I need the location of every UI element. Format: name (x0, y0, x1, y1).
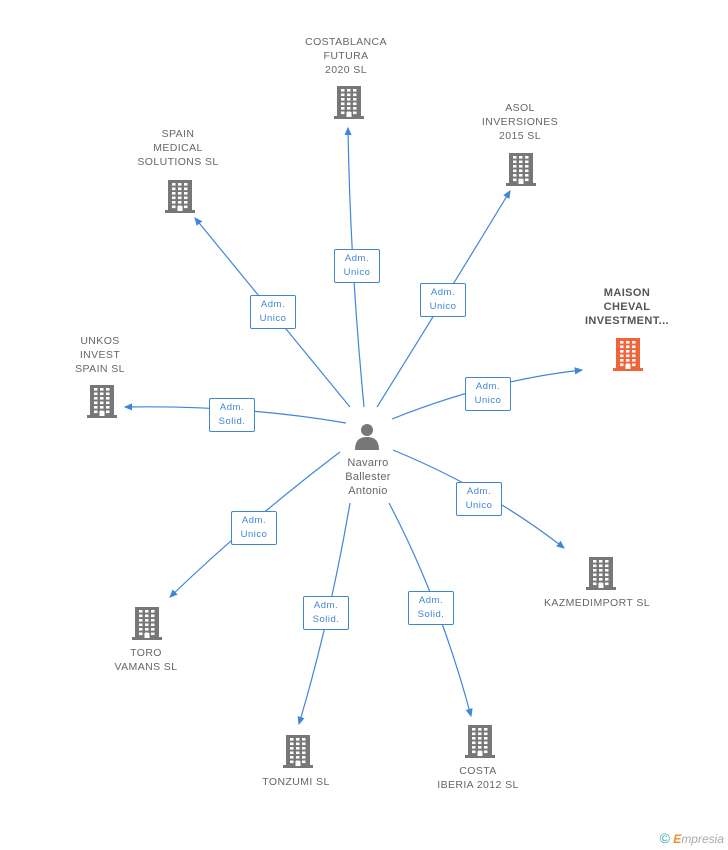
building-icon-costa-iberia[interactable] (465, 724, 495, 758)
role-label-tonzumi: Adm. Solid. (303, 596, 349, 630)
company-label-costa-iberia[interactable]: COSTA IBERIA 2012 SL (437, 765, 519, 791)
footer-brand: © Empresia (660, 830, 724, 846)
role-label-asol: Adm. Unico (420, 283, 466, 317)
company-label-toro[interactable]: TORO VAMANS SL (114, 647, 178, 673)
role-label-toro: Adm. Unico (231, 511, 277, 545)
role-label-costa-iberia: Adm. Solid. (408, 591, 454, 625)
building-icon-maison[interactable] (613, 337, 643, 371)
company-label-kazmedimport[interactable]: KAZMEDIMPORT SL (544, 597, 650, 609)
building-icon-costablanca[interactable] (334, 85, 364, 119)
company-label-unkos[interactable]: UNKOS INVEST SPAIN SL (75, 335, 125, 375)
copyright-icon: © (659, 830, 670, 846)
company-label-costablanca[interactable]: COSTABLANCA FUTURA 2020 SL (305, 36, 387, 76)
company-label-asol[interactable]: ASOL INVERSIONES 2015 SL (481, 102, 559, 142)
building-icon-spain-medical[interactable] (165, 179, 195, 213)
building-icon-toro[interactable] (132, 606, 162, 640)
company-label-tonzumi[interactable]: TONZUMI SL (262, 776, 330, 788)
building-icon-asol[interactable] (506, 152, 536, 186)
role-label-kazmedimport: Adm. Unico (456, 482, 502, 516)
role-label-spain-medical: Adm. Unico (250, 295, 296, 329)
person-icon[interactable] (352, 421, 382, 451)
building-icon-tonzumi[interactable] (283, 734, 313, 768)
role-label-maison: Adm. Unico (465, 377, 511, 411)
building-icon-kazmedimport[interactable] (586, 556, 616, 590)
company-label-maison[interactable]: MAISON CHEVAL INVESTMENT... (584, 287, 670, 327)
company-label-spain-medical[interactable]: SPAIN MEDICAL SOLUTIONS SL (137, 128, 219, 168)
role-label-unkos: Adm. Solid. (209, 398, 255, 432)
brand-logo: Empresia (673, 832, 724, 846)
role-label-costablanca: Adm. Unico (334, 249, 380, 283)
person-name[interactable]: Navarro Ballester Antonio (345, 457, 391, 497)
building-icon-unkos[interactable] (87, 384, 117, 418)
